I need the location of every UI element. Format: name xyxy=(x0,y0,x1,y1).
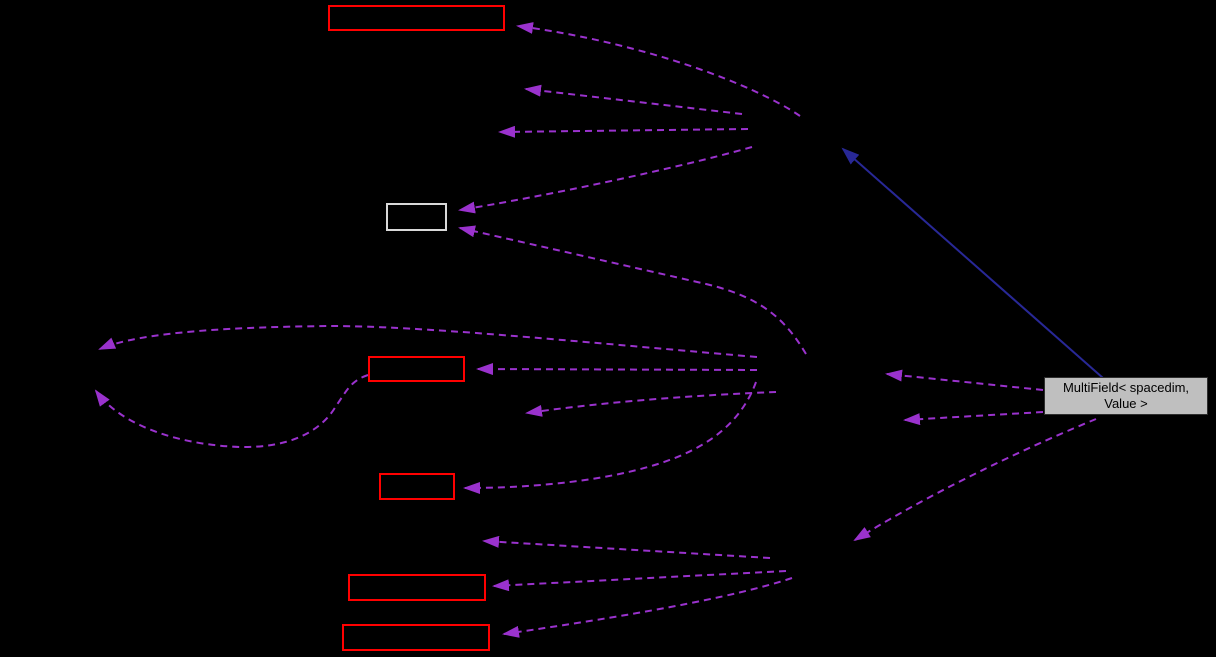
edge-multifield-to-bottom-hub xyxy=(853,418,1097,542)
edge-mid-hub-to-plain-node-bottom xyxy=(458,225,807,355)
edge-mid-hub-to-truncated-2 xyxy=(476,363,758,376)
truncated-class-node-2 xyxy=(368,356,465,382)
edge-top-hub-to-hidden-1 xyxy=(524,84,743,115)
edge-multifield-to-mid-hub2 xyxy=(903,411,1044,426)
edge-mid-hub-to-truncated-3 xyxy=(463,381,757,494)
truncated-class-node-5 xyxy=(342,624,490,651)
current-node-label-line2: Value > xyxy=(1104,396,1148,411)
plain-class-node xyxy=(386,203,447,231)
truncated-class-node-4 xyxy=(348,574,486,601)
current-node-label-line1: MultiField< spacedim, xyxy=(1062,380,1190,395)
edge-top-hub-to-truncated-1 xyxy=(516,22,801,117)
edge-truncated-2-to-far-left-hidden xyxy=(94,374,369,449)
edge-inheritance-multifield-to-top-hub xyxy=(841,147,1104,379)
truncated-class-node-1 xyxy=(328,5,505,31)
truncated-class-node-3 xyxy=(379,473,455,500)
edge-multifield-to-mid-hub xyxy=(885,369,1044,391)
edge-mid-hub-to-far-left-hidden xyxy=(98,324,758,358)
current-class-node-multifield: MultiField< spacedim, Value > xyxy=(1044,377,1208,415)
edge-bottom-hub-to-hidden-4 xyxy=(482,535,771,559)
edge-mid-hub2-to-hidden-3 xyxy=(525,391,777,417)
edge-top-hub-to-hidden-2 xyxy=(498,125,749,138)
edge-top-hub-to-plain-node-top xyxy=(458,146,753,214)
edge-bottom-hub-to-truncated-4 xyxy=(492,570,787,592)
edge-bottom-hub-to-truncated-5 xyxy=(502,577,793,638)
